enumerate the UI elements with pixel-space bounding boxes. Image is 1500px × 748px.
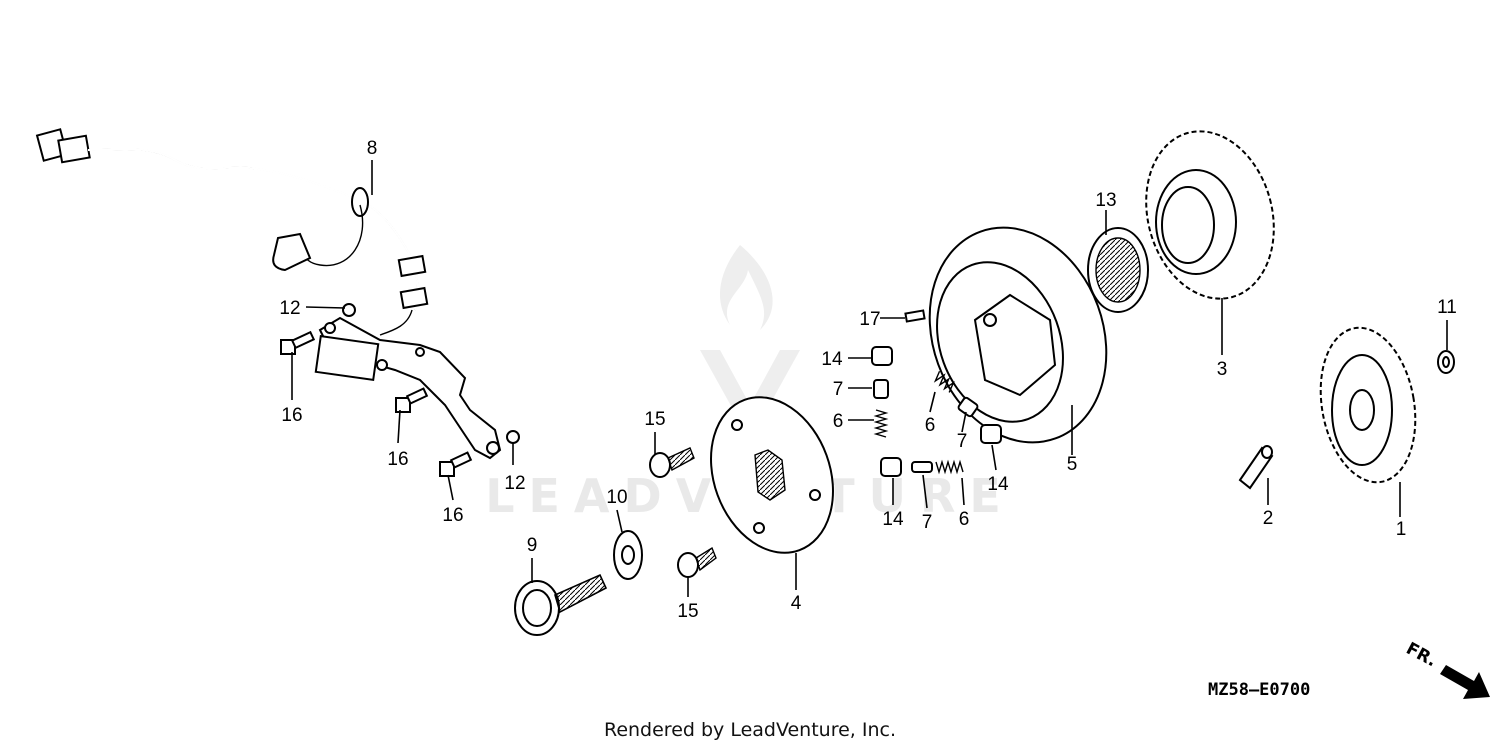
part-7-plunger-b bbox=[957, 396, 979, 418]
part-3-gear bbox=[1145, 130, 1275, 300]
callout-16-a: 16 bbox=[281, 405, 302, 426]
part-5-clutch-outer bbox=[928, 226, 1108, 444]
sensor-bracket bbox=[314, 316, 502, 460]
part-14-roller-a bbox=[871, 346, 893, 366]
part-16-bolt-b bbox=[395, 387, 429, 413]
callouts: 8 12 16 16 16 12 9 10 15 15 4 5 13 3 1 2… bbox=[279, 138, 1456, 622]
callout-11: 11 bbox=[1437, 297, 1457, 318]
callout-2: 2 bbox=[1263, 508, 1274, 529]
part-12-nut-upper bbox=[342, 303, 356, 317]
callout-4: 4 bbox=[791, 593, 802, 614]
callout-12-lower: 12 bbox=[504, 473, 525, 494]
part-6-spring-a bbox=[873, 409, 889, 438]
callout-16-b: 16 bbox=[387, 449, 408, 470]
part-11-washer bbox=[1437, 350, 1455, 374]
callout-6-b: 6 bbox=[925, 415, 936, 436]
callout-17: 17 bbox=[859, 309, 880, 330]
callout-9: 9 bbox=[527, 535, 538, 556]
callout-3: 3 bbox=[1217, 359, 1228, 380]
callout-6-c: 6 bbox=[959, 509, 970, 530]
part-12-nut-lower bbox=[506, 430, 520, 444]
leader-lines bbox=[291, 160, 1448, 597]
part-1-gear bbox=[1319, 326, 1417, 484]
part-7-plunger-a bbox=[873, 379, 889, 399]
callout-7-a: 7 bbox=[833, 379, 844, 400]
callout-14-c: 14 bbox=[882, 509, 904, 530]
part-13-needle-bearing bbox=[1087, 227, 1149, 313]
callout-1: 1 bbox=[1396, 519, 1407, 540]
arrow-icon bbox=[1440, 665, 1490, 699]
part-16-bolt-c bbox=[439, 451, 473, 477]
callout-5: 5 bbox=[1067, 454, 1078, 475]
callout-14-b: 14 bbox=[987, 474, 1009, 495]
callout-7-c: 7 bbox=[922, 512, 933, 533]
part-15-bolt-lower bbox=[677, 546, 717, 578]
callout-8: 8 bbox=[367, 138, 378, 159]
part-14-roller-c bbox=[880, 457, 902, 477]
direction-label: FR. bbox=[1403, 639, 1440, 671]
diagram-code: MZ58—E0700 bbox=[1208, 680, 1310, 700]
callout-15-lower: 15 bbox=[677, 601, 698, 622]
callout-13: 13 bbox=[1095, 190, 1116, 211]
callout-6-a: 6 bbox=[833, 411, 844, 432]
callout-16-c: 16 bbox=[442, 505, 463, 526]
callout-15-upper: 15 bbox=[644, 409, 665, 430]
callout-12-upper: 12 bbox=[279, 298, 300, 319]
footer-credit: Rendered by LeadVenture, Inc. bbox=[604, 719, 896, 741]
part-9-flange-bolt bbox=[514, 573, 608, 636]
part-6-spring-c bbox=[935, 459, 964, 475]
callout-14-a: 14 bbox=[821, 349, 843, 370]
part-14-roller-b bbox=[980, 424, 1002, 444]
part-2-pin bbox=[1238, 445, 1274, 490]
part-16-bolt-a bbox=[280, 330, 316, 355]
part-8-wire-harness bbox=[35, 128, 429, 336]
part-10-washer bbox=[613, 530, 643, 580]
part-4-plate bbox=[710, 396, 834, 554]
callout-10: 10 bbox=[606, 487, 627, 508]
part-6-spring-b bbox=[933, 371, 955, 393]
part-7-plunger-c bbox=[911, 461, 933, 473]
part-15-bolt-upper bbox=[649, 447, 695, 478]
front-direction-indicator: FR. bbox=[1403, 639, 1490, 699]
callout-7-b: 7 bbox=[957, 431, 968, 452]
part-17-pin bbox=[904, 309, 926, 323]
